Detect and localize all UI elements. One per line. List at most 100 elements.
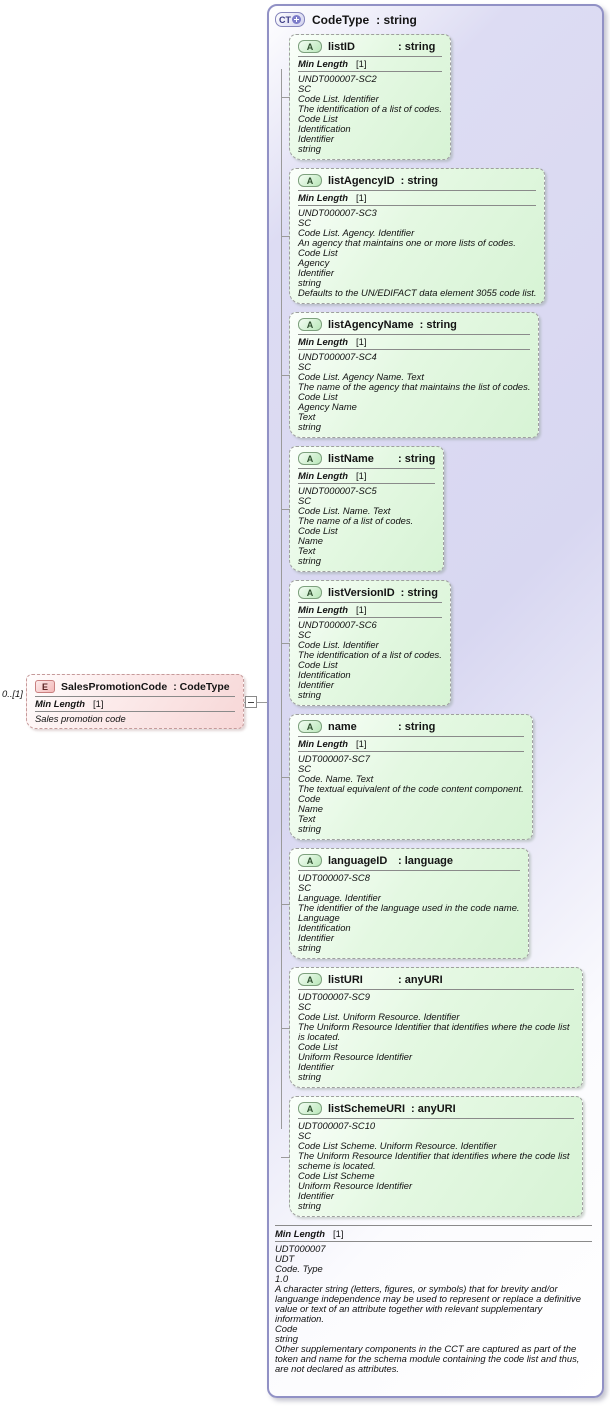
attribute-header[interactable]: A languageID language: [298, 851, 520, 870]
element-header[interactable]: E SalesPromotionCode CodeType: [35, 677, 235, 696]
doc-line: UDT000007: [275, 1243, 326, 1254]
doc-line: SC: [298, 361, 312, 372]
attribute-box[interactable]: A listID string Min Length [1] UNDT00000…: [281, 34, 451, 160]
attribute-box[interactable]: A listAgencyName string Min Length [1] U…: [280, 312, 540, 438]
doc-line: UDT: [275, 1253, 295, 1264]
doc-line: The identification of a list of codes.: [298, 103, 442, 114]
complex-type-name: CodeType: [312, 12, 370, 27]
attribute-facet-row: Min Length [1]: [298, 335, 530, 349]
attribute-box[interactable]: A listVersionID string Min Length [1] UN…: [281, 580, 451, 706]
attribute-box[interactable]: A listAgencyID string Min Length [1] UND…: [280, 168, 546, 304]
divider: [35, 711, 235, 712]
element-icon: E: [35, 680, 55, 693]
facet-divider: [298, 483, 436, 484]
doc-line: The textual equivalent of the code conte…: [298, 783, 524, 794]
attribute-type: string: [398, 721, 436, 733]
attributes-column: A listID string Min Length [1] UNDT00000…: [280, 34, 596, 1217]
doc-line: Agency Name: [298, 401, 357, 412]
doc-line: string: [298, 555, 321, 566]
doc-line: The identifier of the language used in t…: [298, 902, 520, 913]
attribute-facet-row: Min Length [1]: [298, 57, 442, 71]
attribute-box[interactable]: A listSchemeURI anyURI UDT000007-SC10SCC…: [281, 1096, 583, 1217]
element-facet-row: Min Length [1]: [35, 697, 235, 711]
doc-line: The name of a list of codes.: [298, 515, 414, 526]
doc-line: Sales promotion code: [35, 713, 126, 724]
doc-line: Identifier: [298, 679, 334, 690]
doc-line: string: [298, 421, 321, 432]
doc-line: Identifier: [298, 932, 334, 943]
doc-line: Name: [298, 535, 324, 546]
doc-line: Code List: [298, 247, 338, 258]
doc-line: Identifier: [298, 133, 334, 144]
doc-line: UNDT000007-SC3: [298, 207, 377, 218]
attribute-header[interactable]: A listSchemeURI anyURI: [298, 1099, 574, 1118]
divider: [275, 1241, 592, 1242]
doc-line: Code: [275, 1323, 298, 1334]
doc-line: Identification: [298, 123, 351, 134]
header-divider: [298, 1118, 574, 1119]
attribute-header[interactable]: A name string: [298, 717, 524, 736]
connector-line: [244, 702, 281, 703]
facet-divider: [298, 71, 442, 72]
facet-name: Min Length: [298, 192, 348, 203]
element-node-salespromotioncode[interactable]: E SalesPromotionCode CodeType Min Length…: [26, 674, 244, 729]
complex-type-icon-label: CT: [279, 14, 291, 25]
attribute-type: string: [401, 587, 438, 599]
doc-line: Code. Name. Text: [298, 773, 374, 784]
attribute-type: anyURI: [411, 1103, 456, 1115]
doc-line: string: [298, 823, 321, 834]
attribute-header[interactable]: A listAgencyName string: [298, 315, 530, 334]
complex-type-header[interactable]: CT CodeType string: [269, 9, 596, 30]
attribute-header[interactable]: A listURI anyURI: [298, 970, 574, 989]
header-divider: [298, 334, 531, 335]
facet-name: Min Length: [298, 470, 348, 481]
attribute-name: listName: [328, 452, 374, 465]
collapse-handle[interactable]: [245, 696, 257, 708]
attribute-header[interactable]: A listAgencyID string: [298, 171, 536, 190]
element-type: CodeType: [173, 681, 230, 693]
attribute-header[interactable]: A listID string: [298, 37, 442, 56]
footer-facet-row: Min Length [1]: [275, 1226, 592, 1241]
doc-line: SC: [298, 495, 312, 506]
facet-name: Min Length: [298, 738, 348, 749]
facet-divider: [298, 751, 524, 752]
attribute-box[interactable]: A name string Min Length [1] UDT000007-S…: [281, 714, 533, 840]
facet-divider: [298, 349, 531, 350]
doc-line: Code. Type: [275, 1263, 323, 1274]
attribute-icon: A: [298, 318, 322, 331]
attribute-name: listSchemeURI: [328, 1102, 406, 1115]
header-divider: [298, 190, 537, 191]
doc-line: The identification of a list of codes.: [298, 649, 442, 660]
doc-line: string: [298, 1200, 321, 1211]
header-divider: [298, 468, 436, 469]
attribute-header[interactable]: A listVersionID string: [298, 583, 442, 602]
doc-line: Code List. Identifier: [298, 639, 379, 650]
facet-name: Min Length: [298, 336, 348, 347]
doc-line: Identifier: [298, 267, 334, 278]
facet-divider: [298, 617, 442, 618]
doc-line: Identifier: [298, 1061, 334, 1072]
attribute-name: languageID: [328, 854, 388, 867]
attribute-icon: A: [298, 40, 322, 53]
header-divider: [298, 602, 442, 603]
doc-line: The name of the agency that maintains th…: [298, 381, 531, 392]
doc-line: UDT000007-SC7: [298, 753, 370, 764]
attribute-header[interactable]: A listName string: [298, 449, 435, 468]
facet-name: Min Length: [35, 698, 85, 709]
attribute-icon: A: [298, 586, 322, 599]
attribute-box[interactable]: A languageID language UDT000007-SC8SCLan…: [281, 848, 529, 959]
header-divider: [298, 736, 524, 737]
attribute-box[interactable]: A listName string Min Length [1] UNDT000…: [280, 446, 445, 572]
doc-line: string: [298, 689, 321, 700]
doc-line: Text: [298, 813, 316, 824]
header-divider: [298, 870, 520, 871]
doc-line: UDT000007-SC10: [298, 1120, 376, 1131]
attribute-icon: A: [298, 1102, 322, 1115]
doc-line: The Uniform Resource Identifier that ide…: [298, 1021, 570, 1042]
complex-type-base-type: string: [376, 13, 416, 27]
